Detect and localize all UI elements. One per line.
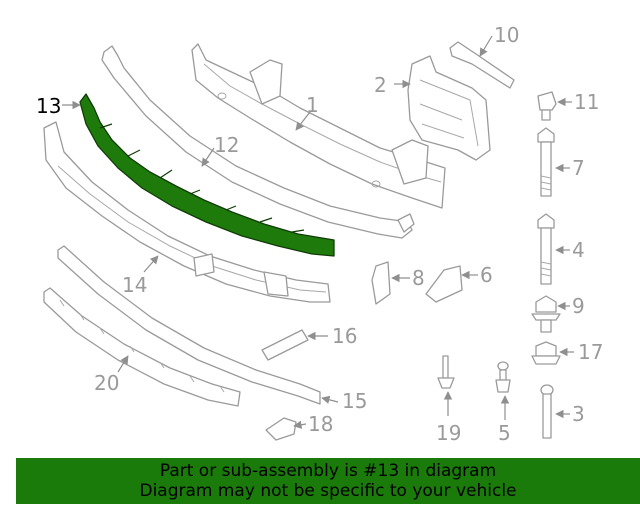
- part-5-clip: [495, 361, 511, 393]
- callout-8: 8: [412, 266, 425, 290]
- callout-18: 18: [308, 412, 333, 436]
- callout-13: 13: [36, 94, 61, 118]
- part-15-lower-strip: [57, 245, 321, 405]
- part-7-long-bolt: [537, 127, 555, 197]
- part-13-highlighted-absorber: [79, 93, 335, 257]
- part-20-lower-grille: [43, 287, 241, 407]
- banner-line-part: Part or sub-assembly is #13 in diagram: [159, 461, 497, 481]
- callout-17: 17: [578, 340, 603, 364]
- part-16-tube: [261, 329, 309, 361]
- callout-15: 15: [342, 389, 367, 413]
- callout-20: 20: [94, 371, 119, 395]
- part-8-bracket: [371, 261, 391, 305]
- callout-9: 9: [572, 294, 585, 318]
- part-11-bolt: [537, 91, 557, 121]
- callout-1: 1: [306, 93, 319, 117]
- callout-16: 16: [332, 324, 357, 348]
- callout-12: 12: [214, 133, 239, 157]
- callout-3: 3: [572, 402, 585, 426]
- parts-diagram: 1 2 3 4 5 6 7 8 9 10 11 12 13 14 15 16 1…: [36, 23, 603, 445]
- part-4-bolt: [537, 213, 555, 285]
- callout-14: 14: [122, 273, 147, 297]
- part-12-reinforcement-strip: [101, 45, 415, 239]
- banner-line-disclaimer: Diagram may not be specific to your vehi…: [139, 481, 517, 501]
- callout-10: 10: [494, 23, 519, 47]
- callout-4: 4: [572, 238, 585, 262]
- part-10-bracket: [449, 41, 515, 89]
- part-2-bracket: [407, 55, 491, 161]
- callout-5: 5: [498, 421, 511, 445]
- callout-11: 11: [574, 90, 599, 114]
- callout-2: 2: [374, 73, 387, 97]
- callout-19: 19: [436, 421, 461, 445]
- part-9-bolt: [531, 295, 561, 333]
- leader-lines: [62, 35, 574, 429]
- callout-7: 7: [572, 156, 585, 180]
- part-18-clip: [265, 417, 297, 441]
- part-6-bracket: [425, 265, 463, 303]
- part-17-nut: [531, 341, 561, 365]
- info-banner: Part or sub-assembly is #13 in diagram D…: [16, 458, 640, 504]
- part-19-clip: [437, 355, 455, 389]
- callout-6: 6: [480, 263, 493, 287]
- part-3-bolt: [540, 384, 554, 439]
- part-1-bumper-beam: [191, 43, 446, 209]
- part-14-foam-absorber: [43, 121, 331, 303]
